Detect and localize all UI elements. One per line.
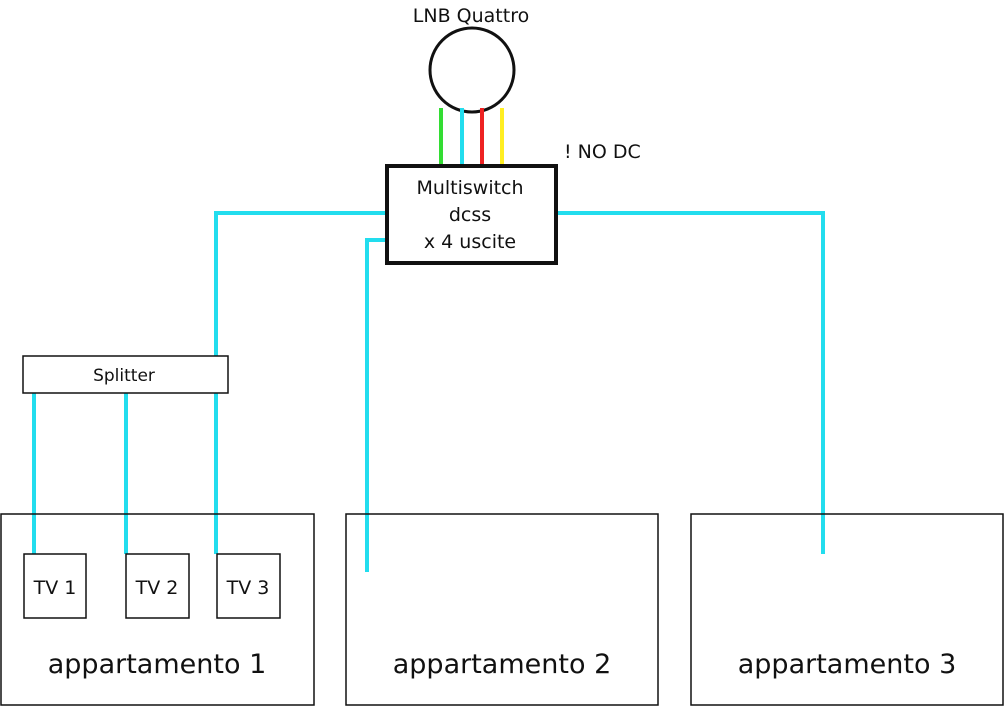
tv-3-label: TV 3 [226,577,270,599]
lnb-wires [439,108,504,166]
tv-1-label: TV 1 [33,577,77,599]
no-dc-note: ! NO DC [564,141,641,163]
apartment-1-label: appartamento 1 [48,649,267,680]
tv-2-box: TV 2 [125,553,190,619]
multiswitch-label-line-2: dcss [449,204,491,226]
tv-1-box: TV 1 [23,553,87,619]
multiswitch-label-line-1: Multiswitch [416,177,523,199]
apartment-3: appartamento 3 [690,513,1004,706]
lnb-label: LNB Quattro [413,5,529,27]
cable-to-apartment-3 [556,211,825,554]
apartment-2: appartamento 2 [345,513,659,706]
tv-3-box: TV 3 [216,553,281,619]
tv-2-label: TV 2 [135,577,179,599]
multiswitch-label-line-3: x 4 uscite [424,231,516,253]
coax-cables [32,211,825,572]
apartment-3-label: appartamento 3 [738,649,957,680]
lnb-dish-icon [428,26,516,114]
cable-to-apartment-2 [365,238,387,572]
apartment-2-label: appartamento 2 [393,649,612,680]
cable-to-splitter [214,211,387,356]
splitter-label: Splitter [93,366,155,386]
multiswitch-box: Multiswitch dcss x 4 uscite [385,164,558,265]
splitter-box: Splitter [22,355,229,394]
apartment-1: appartamento 1 [0,513,315,706]
